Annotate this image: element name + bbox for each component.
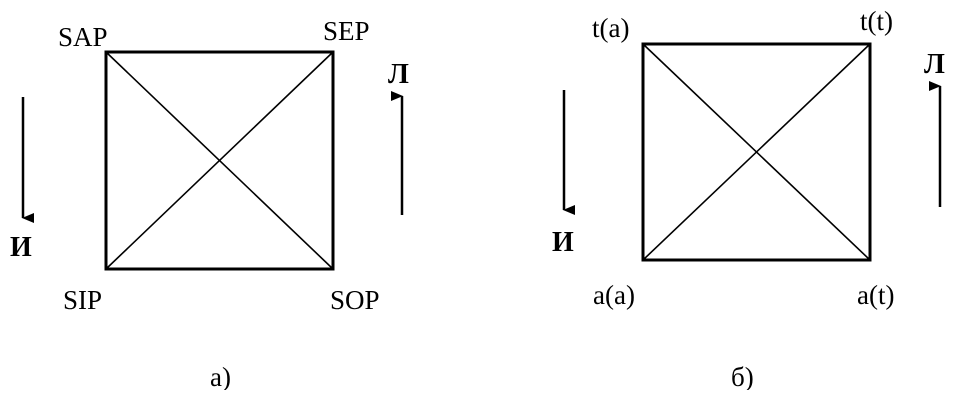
- panel-a-corner-top-left: SAP: [58, 22, 108, 52]
- panel-a-corner-top-right: SEP: [323, 16, 370, 46]
- panel-a-corner-bottom-right: SOP: [330, 285, 380, 315]
- panel-a-caption: а): [210, 362, 231, 390]
- panel-b-up-arrow-label: Л: [924, 49, 945, 80]
- panel-b: t(a) t(t) a(a) a(t) И Л б): [552, 6, 945, 392]
- panel-a-down-arrow-label: И: [10, 232, 32, 263]
- panel-b-down-arrow-label: И: [552, 227, 574, 258]
- panel-b-caption: б): [731, 362, 754, 390]
- panel-b-corner-bottom-right: a(t): [857, 280, 894, 310]
- panel-a-up-arrow-label: Л: [388, 59, 409, 90]
- panel-a: SAP SEP SIP SOP И Л а): [10, 16, 409, 392]
- panel-b-corner-bottom-left: a(a): [593, 280, 635, 310]
- panel-b-diagonal-2: [642, 43, 871, 261]
- panel-a-corner-bottom-left: SIP: [63, 285, 102, 315]
- panel-a-diagonal-2: [105, 51, 334, 270]
- panel-a-square: [104, 50, 335, 271]
- panel-b-square: [641, 42, 872, 262]
- panel-b-corner-top-right: t(t): [860, 6, 893, 36]
- panel-b-corner-top-left: t(a): [592, 13, 629, 43]
